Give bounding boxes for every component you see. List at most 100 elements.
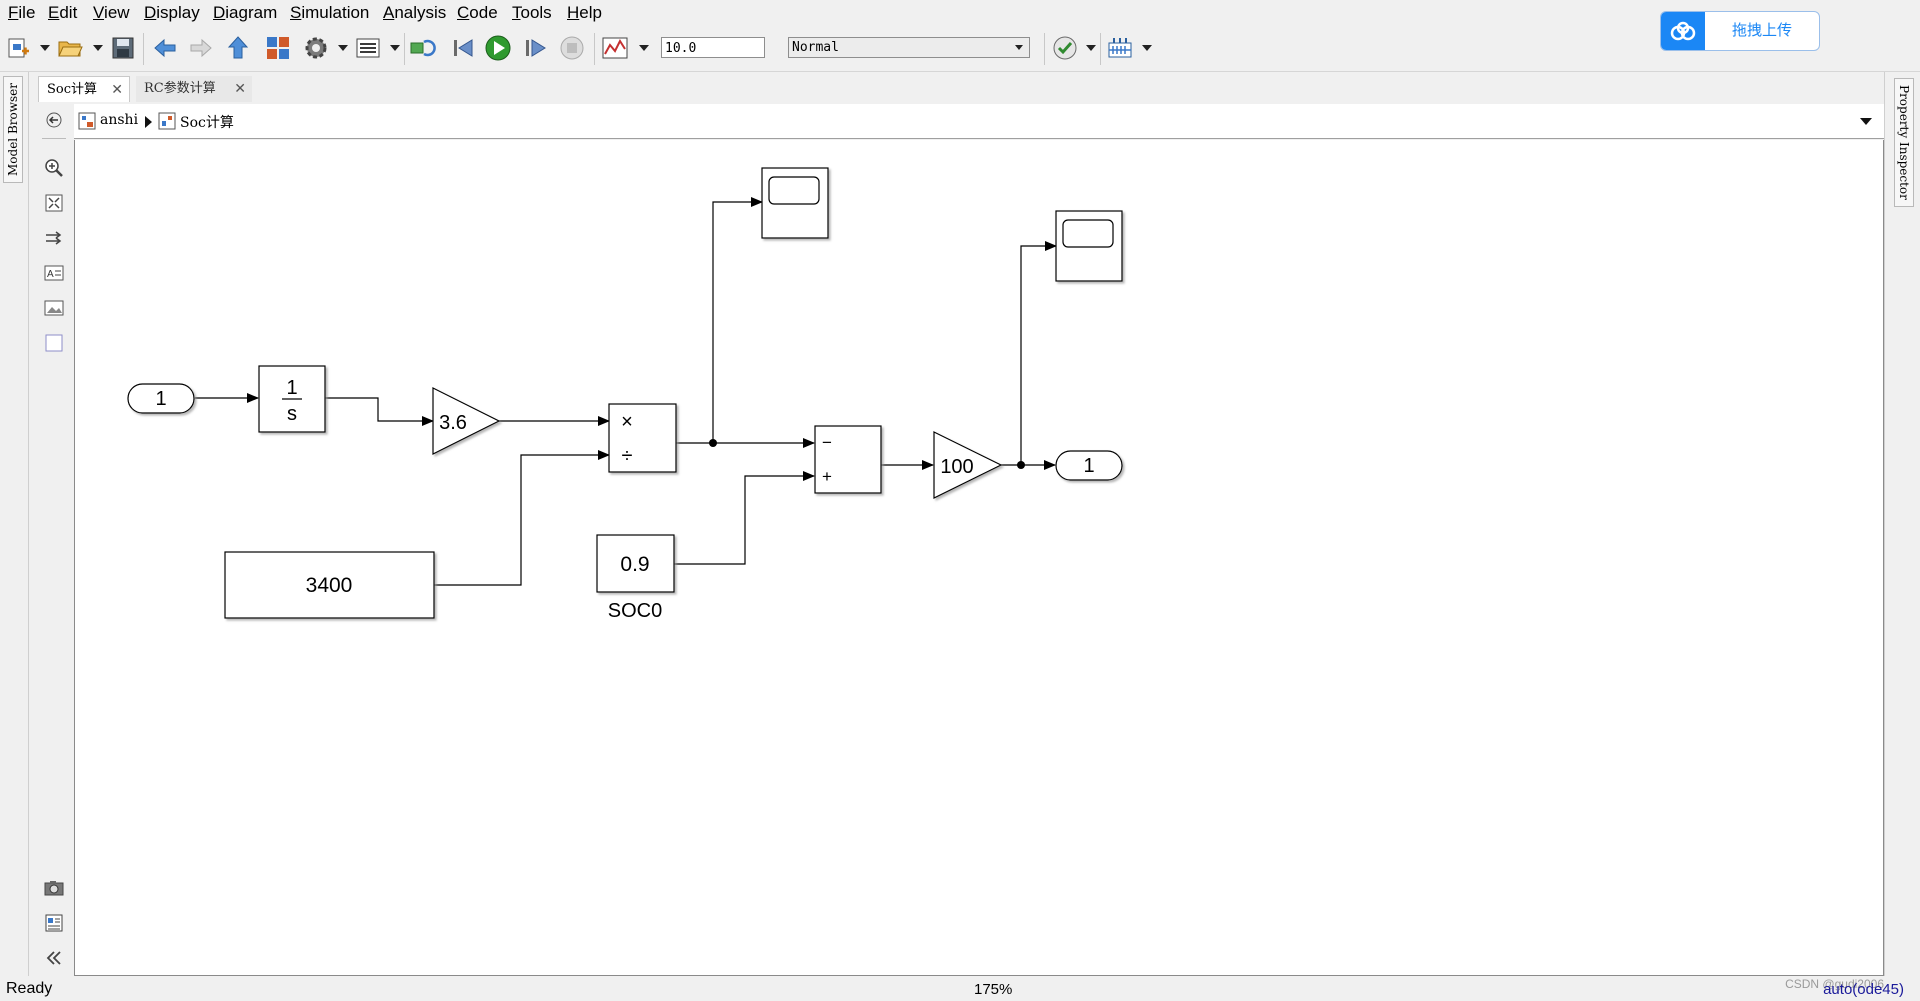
constant-block-soc0[interactable]: 0.9 SOC0 [596,534,675,622]
arrow-right-icon [190,38,212,58]
menu-code[interactable]: Code [457,3,498,22]
menu-tools[interactable]: Tools [512,3,552,22]
tab-soc-label: Soc计算 [47,82,98,97]
tab-soc[interactable]: Soc计算 ✕ [38,76,130,102]
separator [1044,33,1045,65]
new-model-button[interactable] [4,33,34,63]
status-text: Ready [6,980,53,997]
breadcrumb-dropdown-icon[interactable] [1860,118,1872,125]
simulation-mode-select[interactable]: Normal [788,37,1030,58]
step-forward-icon [526,39,546,57]
update-diagram-button[interactable] [408,33,438,63]
step-back-button[interactable] [448,33,478,63]
sum-block[interactable]: − + [814,425,882,494]
signal-line[interactable] [434,450,610,586]
gain-block-100[interactable]: 100 [933,431,1003,499]
run-button[interactable] [483,33,513,63]
stop-button[interactable] [557,33,587,63]
subsystem-icon [158,112,176,130]
plus-sign: + [822,467,832,486]
step-back-icon [454,39,473,57]
forward-button[interactable] [186,33,216,63]
menu-diagram[interactable]: Diagram [213,3,278,22]
save-button[interactable] [108,33,138,63]
arrow-up-icon [227,36,249,59]
up-button[interactable] [223,33,253,63]
stop-icon [560,36,584,60]
separator [404,33,405,65]
simulation-mode-value: Normal [792,40,839,55]
outport-label: 1 [1083,455,1094,477]
open-button[interactable] [55,33,85,63]
product-block[interactable]: × ÷ [608,403,677,473]
area-button[interactable] [42,331,66,355]
inport-block[interactable]: 1 [127,383,195,414]
scope-block[interactable] [1055,210,1123,282]
save-icon [112,37,134,59]
data-inspector-button[interactable] [600,33,630,63]
model-advisor-button[interactable] [1050,33,1080,63]
integrator-denominator: s [287,403,297,425]
model-canvas[interactable]: 1 1 s 3.6 × ÷ 3400 0.9 SOC0 [74,140,1884,976]
annotation-button[interactable]: A [42,261,66,285]
fit-to-view-button[interactable] [42,191,66,215]
signal-line[interactable] [325,397,434,426]
menu-analysis[interactable]: Analysis [383,3,447,22]
open-dropdown[interactable] [93,45,103,51]
menu-file[interactable]: File [8,3,36,22]
camera-icon [44,881,64,896]
breadcrumb-item-model[interactable]: anshi [100,112,139,128]
menu-display[interactable]: Display [144,3,200,22]
signal-line[interactable] [712,197,763,443]
integrator-block[interactable]: 1 s [258,365,326,433]
property-inspector-tab[interactable]: Property Inspector [1894,78,1914,207]
signal-line[interactable] [674,471,815,565]
menu-edit[interactable]: Edit [48,3,78,22]
text-annotation-icon: A [44,265,64,281]
model-data-button[interactable] [42,911,66,935]
settings-button[interactable] [301,33,331,63]
model-explorer-dropdown[interactable] [390,45,400,51]
model-advisor-dropdown[interactable] [1086,45,1096,51]
library-browser-icon [267,37,289,59]
separator [594,33,595,65]
library-browser-button[interactable] [263,33,293,63]
upload-button[interactable]: 拖拽上传 [1660,11,1820,51]
menu-view[interactable]: View [93,3,130,22]
menu-simulation[interactable]: Simulation [290,3,370,22]
settings-dropdown[interactable] [338,45,348,51]
gain-block-3-6[interactable]: 3.6 [432,387,501,455]
close-icon[interactable]: ✕ [234,81,246,97]
tab-rc-params[interactable]: RC参数计算 ✕ [136,76,252,102]
build-button[interactable] [1105,33,1135,63]
zoom-button[interactable] [42,156,66,180]
breadcrumb-item-subsystem[interactable]: Soc计算 [180,115,234,131]
build-dropdown[interactable] [1142,45,1152,51]
model-browser-tab[interactable]: Model Browser [3,76,23,183]
solver-link[interactable]: auto(ode45) [1823,981,1904,998]
route-lines-button[interactable] [42,226,66,250]
collapse-palette-button[interactable] [42,946,66,970]
chevron-down-icon [1015,45,1023,50]
close-icon[interactable]: ✕ [111,82,123,98]
data-inspector-dropdown[interactable] [639,45,649,51]
upload-button-label: 拖拽上传 [1731,22,1792,39]
folder-open-icon [58,41,83,57]
back-button[interactable] [150,33,180,63]
image-icon [44,300,64,316]
scope-block[interactable] [761,167,829,239]
signal-line[interactable] [1020,241,1057,465]
menu-help[interactable]: Help [567,3,602,22]
image-button[interactable] [42,296,66,320]
step-forward-button[interactable] [520,33,550,63]
stop-time-input[interactable]: 10.0 [661,37,765,58]
outport-block[interactable]: 1 [1055,450,1123,481]
divider [42,138,66,139]
hide-explorer-button[interactable] [42,108,66,132]
constant-block-capacity[interactable]: 3400 [224,551,435,619]
model-explorer-button[interactable] [353,33,383,63]
fit-view-icon [45,194,63,212]
screenshot-button[interactable] [42,876,66,900]
new-model-dropdown[interactable] [40,45,50,51]
integrator-numerator: 1 [286,377,297,399]
